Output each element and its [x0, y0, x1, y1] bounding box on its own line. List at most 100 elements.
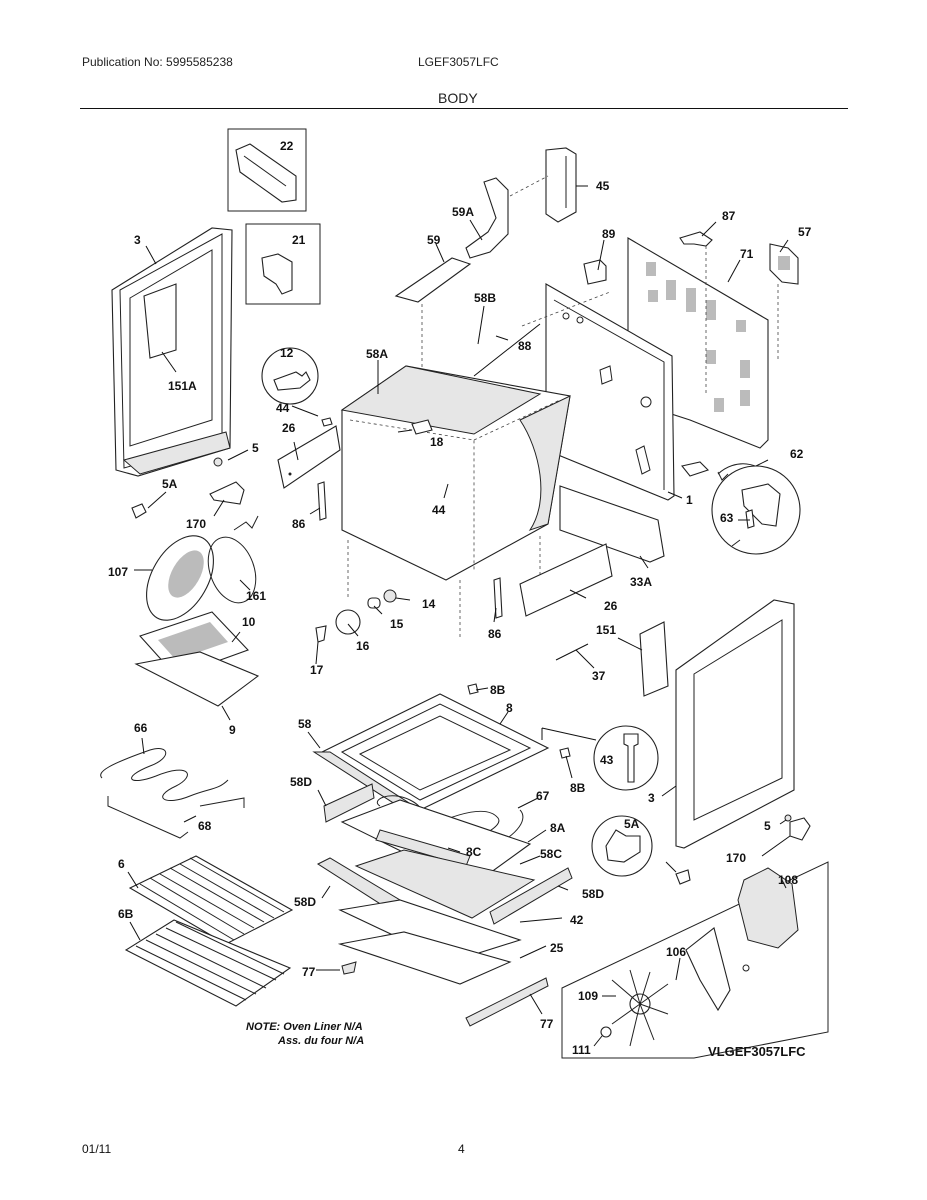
label-37: 37 [592, 669, 606, 683]
part-88-wire [473, 323, 541, 377]
part-107-fan-cover [146, 535, 214, 621]
part-8-bottom-panel [320, 693, 550, 811]
label-10: 10 [242, 615, 256, 629]
label-59: 59 [427, 233, 441, 247]
label-21: 21 [292, 233, 306, 247]
label-43: 43 [600, 753, 614, 767]
label-87: 87 [722, 209, 736, 223]
label-89: 89 [602, 227, 616, 241]
part-6B-oven-rack [124, 919, 292, 1007]
label-8B-top: 8B [490, 683, 506, 697]
note-oven-liner-fr: Ass. du four N/A [277, 1035, 364, 1047]
label-16: 16 [356, 639, 370, 653]
label-66: 66 [134, 721, 148, 735]
label-57: 57 [798, 225, 812, 239]
label-25: 25 [550, 941, 564, 955]
label-170-left: 170 [186, 517, 206, 531]
light-assembly [315, 589, 397, 643]
part-66-broil-element [100, 748, 245, 839]
label-151: 151 [596, 623, 616, 637]
label-44-mid: 44 [432, 503, 446, 517]
label-77-left: 77 [302, 965, 316, 979]
part-1-back-wall [545, 283, 675, 501]
part-86-left [317, 481, 327, 521]
label-6: 6 [118, 857, 125, 871]
model-number: LGEF3057LFC [418, 55, 499, 69]
label-58D-left: 58D [294, 895, 316, 909]
label-44-top: 44 [276, 401, 290, 415]
label-63: 63 [720, 511, 734, 525]
label-12: 12 [280, 346, 294, 360]
leader-lines [127, 185, 791, 1047]
label-22: 22 [280, 139, 294, 153]
part-87 [679, 231, 713, 247]
part-111-nut [600, 1026, 612, 1038]
convection-fan-inset [561, 861, 829, 1059]
label-58D-right: 58D [582, 887, 604, 901]
part-58D-insulation-top [323, 783, 375, 823]
label-26-left: 26 [282, 421, 296, 435]
part-62-inset [711, 465, 801, 555]
label-33A: 33A [630, 575, 652, 589]
part-12-inset [261, 347, 319, 405]
part-26-right-bracket [519, 543, 613, 617]
oven-cavity [340, 365, 571, 640]
label-5A-right: 5A [624, 817, 640, 831]
footer-date: 01/11 [82, 1142, 112, 1156]
part-45 [545, 147, 577, 223]
label-58A: 58A [366, 347, 388, 361]
label-26-right: 26 [604, 599, 618, 613]
header-divider [80, 108, 848, 109]
label-42: 42 [570, 913, 584, 927]
label-8C: 8C [466, 845, 482, 859]
terminal-block [681, 461, 710, 477]
label-62: 62 [790, 447, 804, 461]
part-5-left-screw [213, 457, 223, 467]
label-86-right: 86 [488, 627, 502, 641]
part-170-right-bracket [789, 817, 811, 841]
label-6B: 6B [118, 907, 134, 921]
part-5A-inset [591, 815, 653, 877]
part-77-left-bracket [341, 961, 357, 975]
label-109: 109 [578, 989, 598, 1003]
part-77-right-bracket [465, 977, 549, 1027]
part-3-right-side-panel [675, 599, 795, 849]
part-44-clip [321, 417, 333, 427]
label-58: 58 [298, 717, 312, 731]
label-77-right: 77 [540, 1017, 554, 1031]
label-5-right: 5 [764, 819, 771, 833]
part-43-inset [593, 725, 659, 791]
label-58D-top: 58D [290, 775, 312, 789]
label-1: 1 [686, 493, 693, 507]
part-33A-cross-member [559, 485, 665, 563]
part-18 [411, 419, 433, 435]
label-5A-left: 5A [162, 477, 178, 491]
label-67: 67 [536, 789, 550, 803]
label-68: 68 [198, 819, 212, 833]
label-58C: 58C [540, 847, 562, 861]
part-9-plate [134, 651, 260, 707]
label-3-left: 3 [134, 233, 141, 247]
label-8B-bottom: 8B [570, 781, 586, 795]
part-8B-top-clip [467, 683, 479, 695]
diagram-code: VLGEF3057LFC [708, 1044, 806, 1059]
label-58B: 58B [474, 291, 496, 305]
part-5A-right-hinge [675, 869, 691, 885]
page-number: 4 [458, 1142, 465, 1156]
label-106: 106 [666, 945, 686, 959]
part-26-left-bracket [277, 425, 341, 489]
label-9: 9 [229, 723, 236, 737]
part-22-inset [227, 128, 307, 212]
part-170-left-bracket [209, 481, 245, 505]
part-151-bracket [639, 621, 669, 697]
label-8: 8 [506, 701, 513, 715]
part-59A [465, 177, 509, 259]
label-45: 45 [596, 179, 610, 193]
part-59 [394, 257, 472, 303]
part-89 [583, 259, 607, 285]
label-15: 15 [390, 617, 404, 631]
part-8B-bottom-clip [559, 747, 571, 759]
part-109-fan-blade [611, 969, 669, 1047]
label-86-left: 86 [292, 517, 306, 531]
part-57 [769, 243, 799, 285]
